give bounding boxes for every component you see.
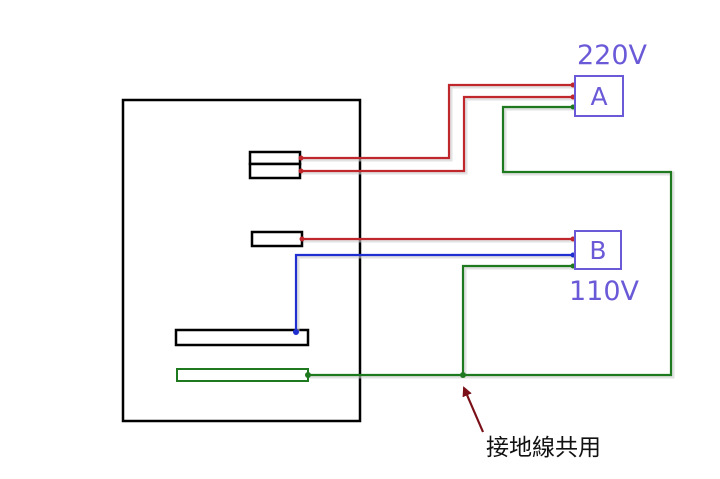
- dot-live-a1-left: [298, 155, 304, 161]
- outlet-b-voltage: 110V: [569, 276, 640, 307]
- outlet-a-voltage: 220V: [577, 40, 648, 71]
- dot-live-b-left: [299, 236, 305, 242]
- wire-shadows: [295, 84, 675, 379]
- outlet-a-letter: A: [590, 82, 607, 111]
- live-wire-a-1: [300, 83, 574, 160]
- neutral-wire-b: [294, 253, 574, 332]
- dot-ground-junction: [460, 372, 466, 378]
- arrow-up-left-icon: [462, 386, 485, 433]
- ground-wire-b: [461, 264, 574, 375]
- terminal-top-2: [248, 162, 302, 180]
- device-panel: [121, 98, 362, 423]
- terminal-top-1: [248, 150, 302, 166]
- live-wire-a-2: [300, 95, 574, 173]
- dot-ground-left: [305, 372, 311, 378]
- terminal-mid: [250, 230, 304, 248]
- dot-live-a2-left: [298, 168, 304, 174]
- outlet-a-box: [574, 75, 624, 117]
- ground-bar: [176, 368, 309, 382]
- terminal-long: [174, 328, 310, 347]
- dot-neutral-left: [293, 329, 299, 335]
- outlet-b-letter: B: [589, 236, 606, 265]
- shared-ground-note: 接地線共用: [486, 435, 601, 461]
- outlet-b-box: [574, 230, 622, 270]
- ground-wire-a: [308, 105, 673, 377]
